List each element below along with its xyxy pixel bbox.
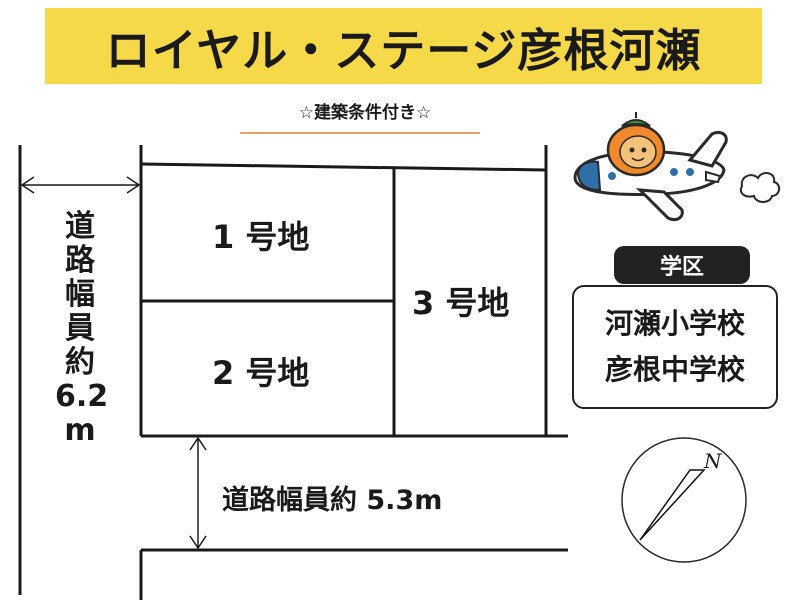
page-title: ロイヤル・ステージ彦根河瀬 [105, 23, 702, 77]
lot-2-label: 2 号地 [212, 354, 310, 392]
left-road-unit: m [64, 413, 96, 448]
left-road-value: 6.2 [55, 379, 109, 414]
title-banner: ロイヤル・ステージ彦根河瀬 [45, 8, 762, 84]
school-district-box: 河瀬小学校 彦根中学校 [572, 285, 778, 409]
bottom-road-width-arrow [189, 436, 207, 550]
junior-high-school-name: 彦根中学校 [604, 353, 745, 386]
compass-icon: N [621, 437, 747, 563]
bottom-road-width-label: 道路幅員約 5.3m [222, 485, 443, 516]
left-road-char: 約 [65, 345, 95, 380]
conditions-underline [240, 132, 480, 134]
building-conditions-label: ☆建築条件付き☆ [298, 103, 432, 123]
left-road-width-label: 道 路 幅 員 約 6.2 m [55, 209, 109, 448]
left-road-char: 道 [65, 209, 95, 244]
left-road-char: 員 [65, 311, 95, 346]
lot-3-label: 3 号地 [412, 284, 510, 322]
compass-north-label: N [703, 449, 723, 473]
school-district-badge: 学区 [614, 246, 750, 284]
cloud-puff-icon [740, 172, 780, 203]
left-road-width-arrow [20, 176, 141, 194]
lot-1-label: 1 号地 [212, 218, 310, 256]
left-road-char: 路 [65, 243, 95, 278]
airplane-mascot-illustration [573, 112, 780, 222]
elementary-school-name: 河瀬小学校 [604, 307, 745, 340]
lot-block-top-edge [140, 162, 547, 172]
left-road-char: 幅 [65, 277, 95, 312]
persimmon-mascot-icon [606, 112, 666, 177]
